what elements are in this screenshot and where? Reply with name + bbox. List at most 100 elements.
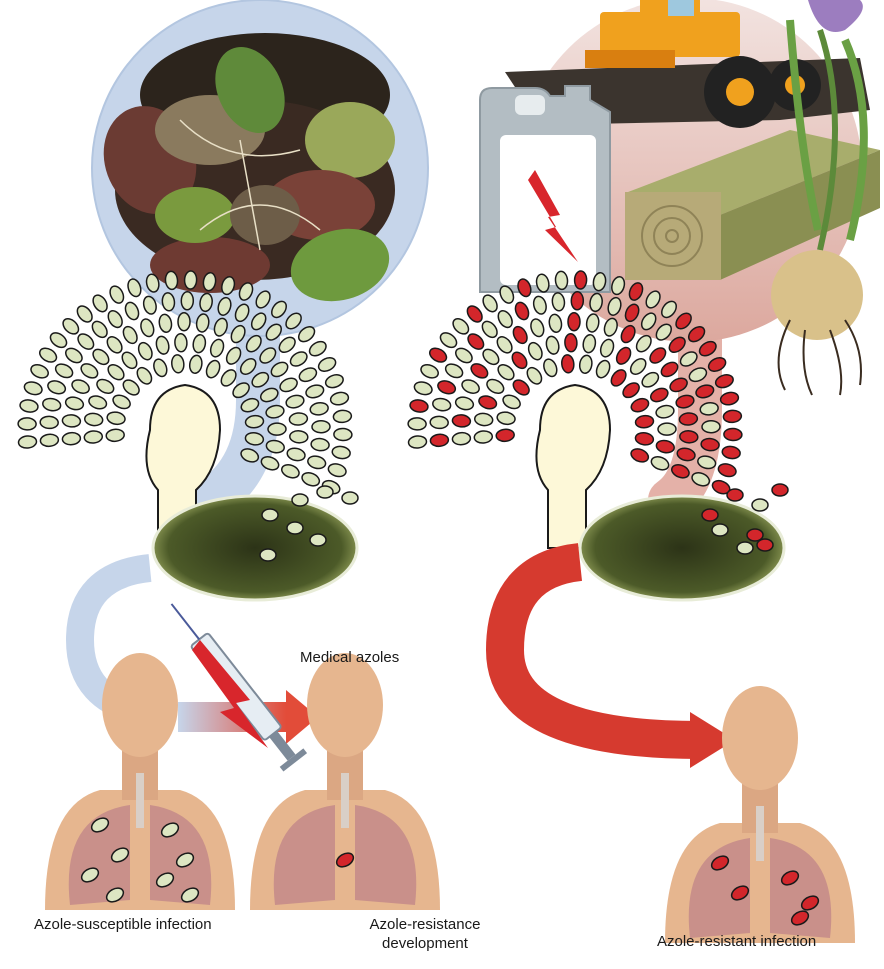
conidium-spore [178,313,190,331]
conidium-spore [513,300,531,321]
conidium-spore [181,292,193,310]
conidium-spore [268,423,286,435]
conidium-spore [409,399,429,414]
conidium-spore [717,462,738,478]
conidium-spore [79,361,101,381]
fungicide-canister-icon [480,86,610,292]
conidium-spore [105,308,125,330]
conidium-spore [316,355,337,374]
airborne-spore [737,542,753,554]
conidium-spore [29,362,50,380]
conidium-spore [629,396,650,414]
conidium-spore [474,430,493,444]
conidium-spore [18,418,36,431]
conidium-spore [63,345,85,365]
conidium-spore [18,435,37,449]
airborne-spore [310,534,326,546]
conidium-spore [496,429,515,443]
conidium-spore [578,354,593,374]
conidium-spore [453,345,475,365]
conidium-spore [511,324,530,346]
conidium-spore [218,367,239,389]
conidium-spore [480,346,501,367]
conidium-spore [48,330,70,350]
conidium-spore [121,324,140,346]
conidium-spore [307,339,329,359]
conidium-spore [329,391,349,406]
conidium-spore [629,446,650,464]
airborne-spore [712,524,728,536]
conidium-spore [70,377,91,395]
conidium-spore [614,345,634,367]
conidium-spore [84,430,103,444]
conidium-spore [104,334,125,356]
conidium-spore [40,434,59,448]
conidium-spore [75,331,96,352]
conidium-spore [620,380,642,400]
conidium-spore [655,404,675,419]
conidium-spore [107,284,126,305]
conidium-spore [485,377,507,396]
conidium-spore [465,331,486,352]
conidium-spore [551,292,565,311]
conidium-spore [635,432,654,446]
conidium-spore [724,428,742,441]
conidium-spore [106,411,126,426]
conidium-spore [585,313,600,333]
conidium-spore [62,414,81,428]
conidium-spore [561,354,575,373]
conidium-spore [436,379,457,396]
conidium-spore [23,380,44,396]
conidium-spore [37,345,59,364]
conidium-spore [174,333,187,352]
conidium-spore [452,414,471,428]
airborne-spore [772,484,788,496]
conidium-spore [204,358,222,379]
conidium-spore [120,377,142,398]
resistant-infection-label: Azole-resistant infection [657,932,816,951]
conidium-spore [40,416,59,429]
conidium-spore [496,411,516,426]
conidium-spore [469,361,491,381]
conidium-spore [53,361,74,380]
airborne-spore [260,549,276,561]
conidium-spore [74,303,95,325]
conidium-spore [548,313,563,333]
conidium-spore [90,293,110,315]
conidium-spore [464,303,485,325]
conidium-spore [438,330,460,350]
medical-azoles-label: Medical azoles [300,648,399,667]
conidium-spore [427,345,449,364]
conidium-spore [430,416,449,429]
conidium-spore [289,412,308,426]
conidium-spore [333,410,352,424]
conidium-spore [111,393,132,411]
conidium-spore [655,439,675,454]
conidium-spore [510,377,532,398]
conidium-spore [334,428,352,441]
airborne-spore [287,522,303,534]
conidium-spore [571,292,583,310]
conidium-spore [658,423,676,435]
conidium-spore [408,435,427,449]
conidium-spore [106,429,125,443]
conidium-spore [151,357,169,378]
conidium-spore [529,317,546,338]
conidium-spore [327,462,348,478]
conidium-spore [474,412,493,426]
conidium-spore [136,340,155,361]
airborne-spore [702,509,718,521]
conidium-spore [480,293,500,315]
conidium-spore [278,376,299,394]
airborne-spore [262,509,278,521]
conidium-spore [62,432,81,446]
conidium-spore [721,445,741,460]
conidium-spore [158,313,173,333]
conidium-spore [477,394,498,411]
conidium-spore [304,383,325,400]
conidium-spore [430,434,449,448]
airborne-spore [727,489,743,501]
conidium-spore [494,334,515,356]
conidium-spore [87,394,108,411]
